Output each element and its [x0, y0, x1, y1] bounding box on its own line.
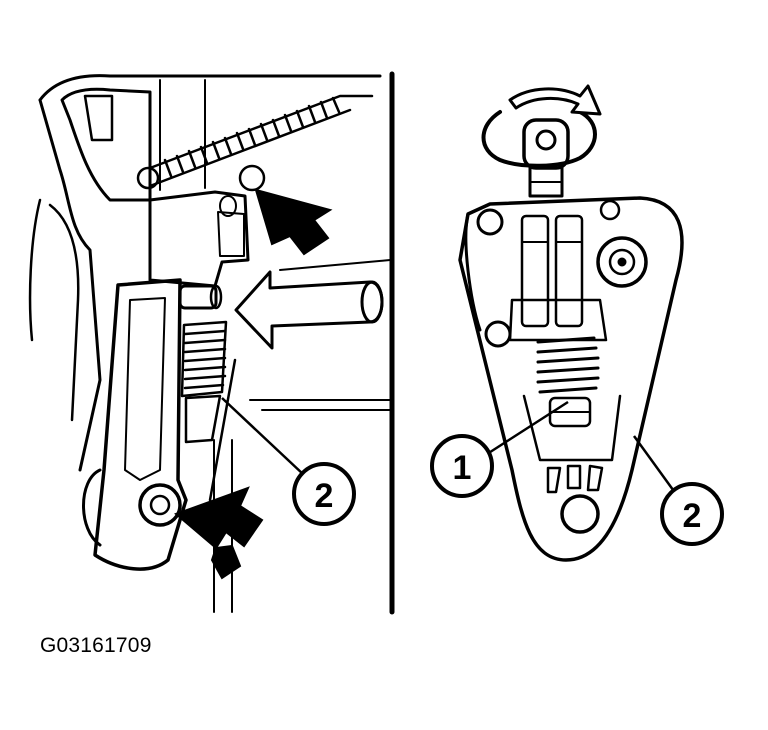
- callout-label-right-1: 1: [453, 449, 472, 487]
- tensioner-arm: [93, 278, 188, 571]
- pointer-arrow-icon: [174, 486, 264, 550]
- tensioner-body: [458, 196, 684, 562]
- callout-circle-right-1: [430, 434, 494, 498]
- figure-code: G03161709: [40, 634, 152, 657]
- pointer-arrow-icon: [234, 270, 384, 350]
- internal-spring: [536, 336, 600, 394]
- mounting-eye: [560, 494, 600, 534]
- mounting-bracket: [38, 74, 382, 472]
- right-panel-tensioner-detail: [458, 84, 684, 562]
- callout-circle-right-2: [660, 482, 724, 546]
- adjuster-hub: [596, 236, 648, 288]
- rotation-arrow-icon: [481, 84, 602, 168]
- extension-spring: [136, 94, 374, 190]
- callout-circle-left-2: [292, 462, 356, 526]
- callout-label-right-2: 2: [683, 497, 702, 535]
- lower-pivot-bolt: [138, 483, 182, 527]
- coil-spring: [180, 320, 228, 444]
- left-panel-installed-view: [28, 71, 395, 615]
- pointer-arrow-icon: [254, 188, 333, 256]
- callout-label-left-2: 2: [315, 477, 334, 515]
